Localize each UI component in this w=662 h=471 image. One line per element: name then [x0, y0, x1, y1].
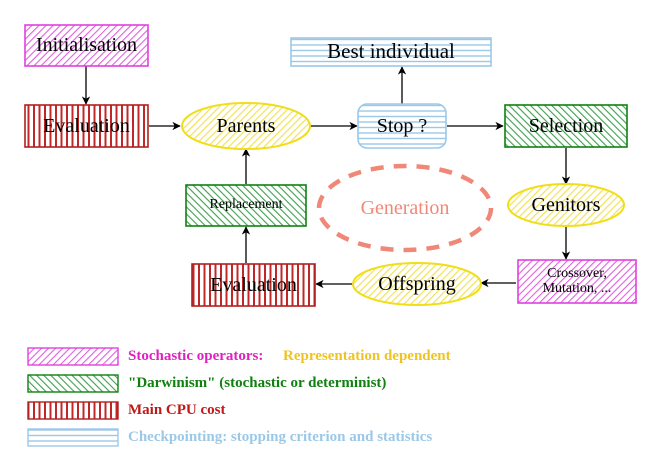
node-initialisation[interactable] — [24, 24, 149, 67]
node-crossover-mutation[interactable] — [517, 259, 637, 304]
legend-label-stochastic: Stochastic operators: — [128, 348, 264, 364]
legend-swatch-checkpoint — [27, 428, 119, 447]
legend-swatch-stochastic — [27, 347, 119, 366]
node-replacement[interactable] — [185, 184, 307, 227]
legend-label-cpu: Main CPU cost — [128, 402, 226, 418]
legend-label-representation: Representation dependent — [283, 348, 451, 364]
legend-label-darwinism: "Darwinism" (stochastic or determinist) — [128, 375, 387, 391]
edge-group — [81, 66, 571, 289]
legend-swatch-cpu — [27, 401, 119, 420]
node-offspring[interactable] — [352, 262, 482, 306]
node-evaluation-bottom[interactable] — [191, 263, 316, 307]
node-evaluation-top[interactable] — [24, 104, 149, 148]
node-best-individual[interactable] — [290, 37, 492, 67]
node-stop[interactable] — [357, 103, 447, 149]
generation-ellipse — [316, 163, 494, 253]
legend-label-checkpoint: Checkpointing: stopping criterion and st… — [128, 429, 433, 445]
node-genitors[interactable] — [507, 183, 625, 227]
legend-swatch-darwinism — [27, 374, 119, 393]
node-selection[interactable] — [504, 104, 628, 148]
node-parents[interactable] — [181, 102, 311, 150]
